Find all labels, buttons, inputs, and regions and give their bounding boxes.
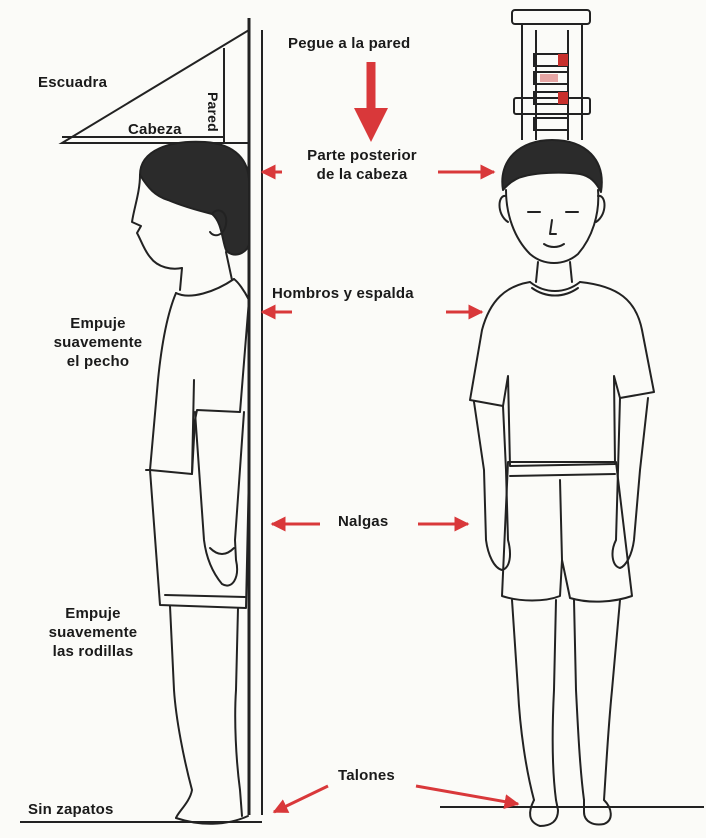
label-parte-line2: de la cabeza bbox=[282, 165, 442, 184]
label-empuje-pecho-3: el pecho bbox=[38, 352, 158, 371]
label-empuje-rodillas-3: las rodillas bbox=[26, 642, 160, 661]
label-empuje-rodillas-2: suavemente bbox=[26, 623, 160, 642]
label-pared: Pared bbox=[203, 92, 222, 132]
label-pegue: Pegue a la pared bbox=[288, 34, 410, 53]
label-escuadra: Escuadra bbox=[38, 73, 107, 92]
label-empuje-pecho-2: suavemente bbox=[38, 333, 158, 352]
stadiometer bbox=[512, 10, 590, 140]
label-parte-line1: Parte posterior bbox=[282, 146, 442, 165]
label-empuje-pecho: Empuje suavemente el pecho bbox=[38, 314, 158, 371]
side-view-child bbox=[132, 142, 249, 824]
label-nalgas: Nalgas bbox=[338, 512, 388, 531]
label-cabeza: Cabeza bbox=[128, 120, 182, 139]
front-view-child bbox=[470, 140, 654, 826]
label-talones: Talones bbox=[338, 766, 395, 785]
label-empuje-rodillas-1: Empuje bbox=[26, 604, 160, 623]
label-empuje-rodillas: Empuje suavemente las rodillas bbox=[26, 604, 160, 661]
label-sin-zapatos: Sin zapatos bbox=[28, 800, 114, 819]
label-empuje-pecho-1: Empuje bbox=[38, 314, 158, 333]
label-parte-posterior: Parte posterior de la cabeza bbox=[282, 146, 442, 184]
label-hombros: Hombros y espalda bbox=[272, 284, 414, 303]
wall bbox=[249, 18, 262, 815]
